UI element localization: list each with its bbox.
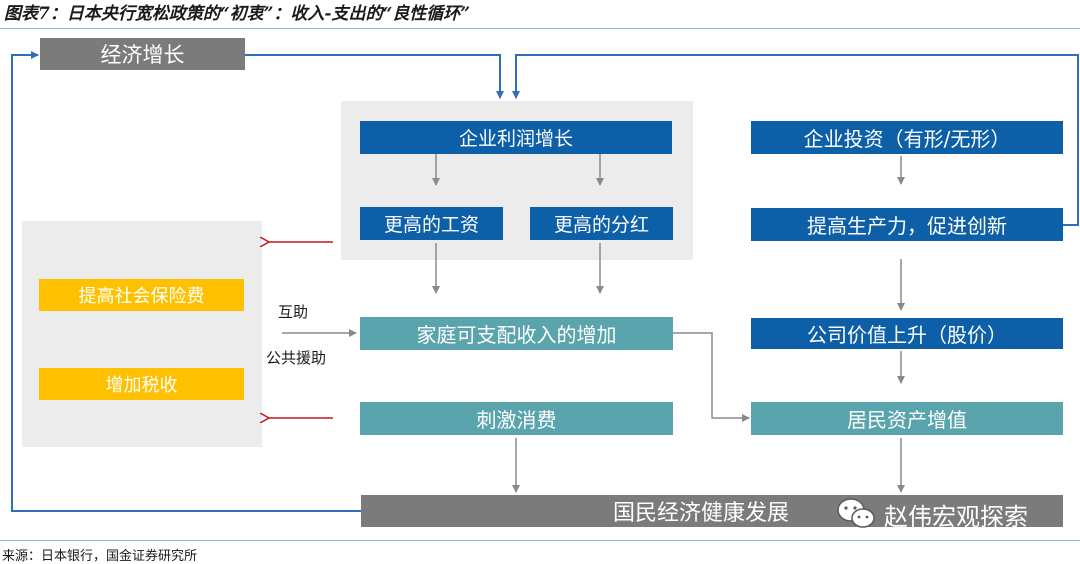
watermark-text: 赵伟宏观探索 bbox=[884, 502, 1028, 531]
productivity-box: 提高生产力，促进创新 bbox=[751, 208, 1063, 241]
wechat-icon bbox=[837, 498, 875, 528]
public-aid-label: 公共援助 bbox=[266, 349, 327, 367]
corporate-investment-box: 企业投资（有形/无形） bbox=[751, 121, 1063, 154]
national-economy-box: 国民经济健康发展 bbox=[361, 495, 1063, 527]
household-income-box: 家庭可支配收入的增加 bbox=[360, 317, 673, 350]
contribution-panel bbox=[22, 221, 262, 447]
company-value-box: 公司价值上升（股价） bbox=[751, 318, 1063, 349]
source-note: 来源：日本银行，国金证券研究所 bbox=[2, 549, 198, 564]
household-assets-box: 居民资产增值 bbox=[751, 402, 1063, 435]
tax-increase-box: 增加税收 bbox=[39, 368, 244, 400]
mutual-aid-label: 互助 bbox=[278, 303, 309, 321]
stimulate-consumption-box: 刺激消费 bbox=[360, 402, 673, 435]
profit-growth-box: 企业利润增长 bbox=[360, 121, 672, 154]
loop-left-line bbox=[11, 51, 361, 512]
higher-wages-box: 更高的工资 bbox=[360, 207, 503, 240]
higher-dividends-box: 更高的分红 bbox=[530, 207, 673, 240]
arrow-income-assets bbox=[673, 332, 750, 422]
growth-to-profit-line bbox=[245, 54, 504, 99]
source-divider bbox=[0, 540, 1080, 541]
productivity-loop-line bbox=[512, 54, 1079, 226]
watermark: 赵伟宏观探索 bbox=[836, 494, 1028, 534]
economic-growth-box: 经济增长 bbox=[40, 38, 245, 70]
social-insurance-box: 提高社会保险费 bbox=[39, 279, 244, 311]
figure-title: 图表7：日本央行宽松政策的“初衷”：收入-支出的“良性循环” bbox=[4, 4, 470, 24]
title-divider bbox=[0, 28, 1080, 29]
